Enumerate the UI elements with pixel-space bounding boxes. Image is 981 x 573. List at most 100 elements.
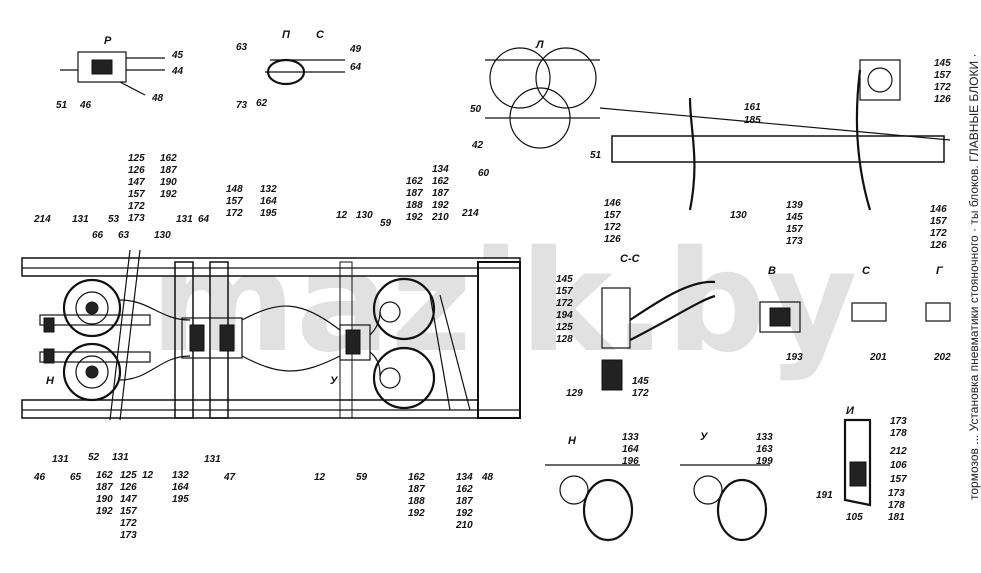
air-pipes bbox=[109, 249, 471, 421]
part-label: 193 bbox=[786, 352, 803, 363]
detail-l-brackets bbox=[485, 47, 600, 149]
part-label: 162 bbox=[406, 176, 423, 187]
axle-assembly-left bbox=[39, 314, 151, 364]
part-label: 157 bbox=[226, 196, 243, 207]
part-label: 128 bbox=[556, 334, 573, 345]
part-label: 162 bbox=[456, 484, 473, 495]
part-label: 134 bbox=[432, 164, 449, 175]
part-label: 125 bbox=[128, 153, 145, 164]
part-label: 65 bbox=[70, 472, 82, 483]
part-label: 195 bbox=[172, 494, 189, 505]
section-r: Р bbox=[104, 35, 112, 47]
section-u: У bbox=[700, 431, 709, 443]
part-label: 172 bbox=[930, 228, 947, 239]
part-label: 172 bbox=[934, 82, 951, 93]
part-label: 173 bbox=[128, 213, 145, 224]
part-label: 126 bbox=[930, 240, 947, 251]
part-label: 187 bbox=[160, 165, 177, 176]
part-label: 125 bbox=[120, 470, 137, 481]
part-label: 63 bbox=[118, 230, 130, 241]
part-label: 147 bbox=[120, 494, 137, 505]
part-label: 73 bbox=[236, 100, 248, 111]
part-label: 172 bbox=[128, 201, 145, 212]
part-label: 145 bbox=[556, 274, 573, 285]
part-label: 12 bbox=[314, 472, 326, 483]
part-label: 214 bbox=[33, 214, 51, 225]
detail-n-chamber bbox=[545, 464, 640, 542]
part-label: 130 bbox=[730, 210, 747, 221]
part-label: 162 bbox=[96, 470, 113, 481]
section-s-top: С bbox=[316, 29, 325, 41]
part-label: 63 bbox=[236, 42, 248, 53]
part-label: 157 bbox=[120, 506, 137, 517]
section-n: Н bbox=[568, 435, 577, 447]
part-label: 47 bbox=[223, 472, 236, 483]
part-label: 192 bbox=[96, 506, 113, 517]
part-label: 131 bbox=[52, 454, 69, 465]
part-label: 132 bbox=[260, 184, 277, 195]
fitting-v bbox=[759, 301, 801, 333]
part-label: 161 bbox=[744, 102, 761, 113]
part-label: 132 bbox=[172, 470, 189, 481]
side-caption: тормозов ... Установка пневматики стояно… bbox=[967, 54, 981, 500]
part-label: 48 bbox=[481, 472, 494, 483]
part-label: 173 bbox=[890, 416, 907, 427]
part-label: 147 bbox=[128, 177, 145, 188]
valve-block-right bbox=[339, 324, 371, 361]
valve-block-center bbox=[181, 317, 243, 359]
section-g: Г bbox=[936, 265, 944, 277]
part-label: 210 bbox=[455, 520, 473, 531]
chassis-frame bbox=[21, 257, 521, 419]
part-label: 190 bbox=[96, 494, 113, 505]
part-label: 188 bbox=[408, 496, 425, 507]
part-label: 52 bbox=[88, 452, 100, 463]
part-label: 173 bbox=[120, 530, 137, 541]
part-label: 130 bbox=[154, 230, 171, 241]
part-label: 145 bbox=[786, 212, 803, 223]
part-label: 12 bbox=[336, 210, 348, 221]
part-label: 172 bbox=[226, 208, 243, 219]
part-label: 45 bbox=[171, 50, 184, 61]
part-label: 133 bbox=[622, 432, 639, 443]
part-label: 133 bbox=[756, 432, 773, 443]
part-label: 157 bbox=[930, 216, 947, 227]
part-label: 187 bbox=[432, 188, 449, 199]
part-label: 59 bbox=[380, 218, 392, 229]
part-label: 212 bbox=[889, 446, 907, 457]
part-label: 49 bbox=[349, 44, 362, 55]
part-label: 164 bbox=[260, 196, 277, 207]
part-label: 130 bbox=[356, 210, 373, 221]
part-label: 126 bbox=[120, 482, 137, 493]
part-label: 187 bbox=[408, 484, 425, 495]
part-label: 64 bbox=[198, 214, 210, 225]
arrow-label-u: У bbox=[330, 375, 339, 387]
part-label: 162 bbox=[432, 176, 449, 187]
part-label: 129 bbox=[566, 388, 583, 399]
section-s2: С bbox=[862, 265, 871, 277]
part-label: 162 bbox=[408, 472, 425, 483]
part-label: 196 bbox=[622, 456, 639, 467]
part-label: 60 bbox=[478, 168, 490, 179]
detail-u-chamber bbox=[680, 464, 770, 542]
detail-p-clamp bbox=[265, 58, 345, 86]
part-label: 131 bbox=[204, 454, 221, 465]
part-label: 59 bbox=[356, 472, 368, 483]
part-label: 50 bbox=[470, 104, 482, 115]
part-label: 125 bbox=[556, 322, 573, 333]
part-label: 46 bbox=[79, 100, 92, 111]
part-label: 12 bbox=[142, 470, 154, 481]
part-label: 192 bbox=[432, 200, 449, 211]
part-label: 126 bbox=[128, 165, 145, 176]
brake-chamber-left-upper bbox=[62, 278, 122, 338]
part-label: 195 bbox=[260, 208, 277, 219]
part-label: 202 bbox=[933, 352, 951, 363]
part-label: 146 bbox=[930, 204, 947, 215]
part-label: 192 bbox=[456, 508, 473, 519]
part-label: 51 bbox=[56, 100, 68, 111]
part-label: 131 bbox=[72, 214, 89, 225]
part-label: 66 bbox=[92, 230, 104, 241]
detail-i-bracket bbox=[843, 418, 872, 507]
part-label: 194 bbox=[556, 310, 573, 321]
part-label: 145 bbox=[632, 376, 649, 387]
